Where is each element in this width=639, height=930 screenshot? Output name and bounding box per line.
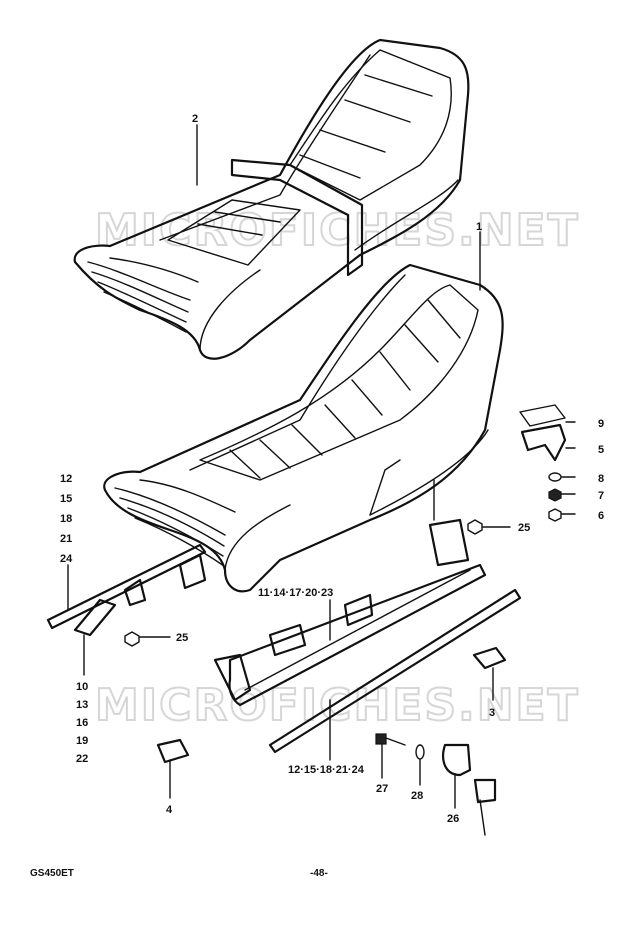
callout-7: 7: [598, 490, 604, 502]
footer-model: GS450ET: [30, 868, 74, 879]
left-col-bottom-3: 19: [76, 735, 88, 747]
leader-lines: [67, 124, 576, 809]
left-col-top-1: 15: [60, 493, 72, 505]
left-col-bottom-0: 10: [76, 681, 88, 693]
callout-1: 1: [476, 221, 482, 233]
callout-6: 6: [598, 510, 604, 522]
callout-2: 2: [192, 113, 198, 125]
left-col-bottom-1: 13: [76, 699, 88, 711]
callout-25-left: 25: [176, 632, 188, 644]
footer-page-number: -48-: [310, 868, 328, 879]
hardware: [124, 404, 567, 836]
left-col-top-4: 24: [60, 553, 73, 565]
seat-rail: [213, 518, 522, 754]
callout-25-right: 25: [518, 522, 530, 534]
left-col-bottom-2: 16: [76, 717, 88, 729]
callout-4: 4: [166, 804, 173, 816]
seat-upper: [73, 38, 470, 360]
left-col-top-2: 18: [60, 513, 72, 525]
left-col-top-0: 12: [60, 473, 72, 485]
callout-3: 3: [489, 707, 495, 719]
left-bracket: [46, 543, 207, 637]
callout-rail-upper: 11·14·17·20·23: [258, 587, 333, 599]
callout-8: 8: [598, 473, 604, 485]
callout-9: 9: [598, 418, 604, 430]
callout-27: 27: [376, 783, 388, 795]
watermark-bottom: MICROFICHES.NET: [95, 680, 580, 731]
left-col-bottom-4: 22: [76, 753, 88, 765]
callout-28: 28: [411, 790, 423, 802]
watermark-top: MICROFICHES.NET: [95, 205, 580, 256]
callout-5: 5: [598, 444, 604, 456]
left-col-top-3: 21: [60, 533, 72, 545]
seat-lower: [103, 263, 504, 593]
callout-rail-lower: 12·15·18·21·24: [288, 764, 365, 776]
callout-26: 26: [447, 813, 459, 825]
